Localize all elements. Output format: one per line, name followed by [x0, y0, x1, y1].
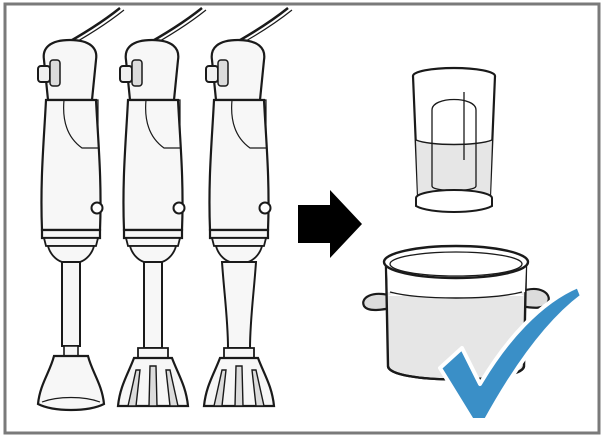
cooking-pot-icon	[362, 244, 550, 381]
hand-blender-icon	[36, 6, 126, 412]
hand-blender-icon	[116, 6, 208, 408]
measuring-beaker-icon	[411, 66, 497, 213]
hand-blender-icon	[202, 6, 294, 408]
checkmark-icon	[438, 284, 584, 422]
arrow-right-icon	[298, 190, 362, 258]
